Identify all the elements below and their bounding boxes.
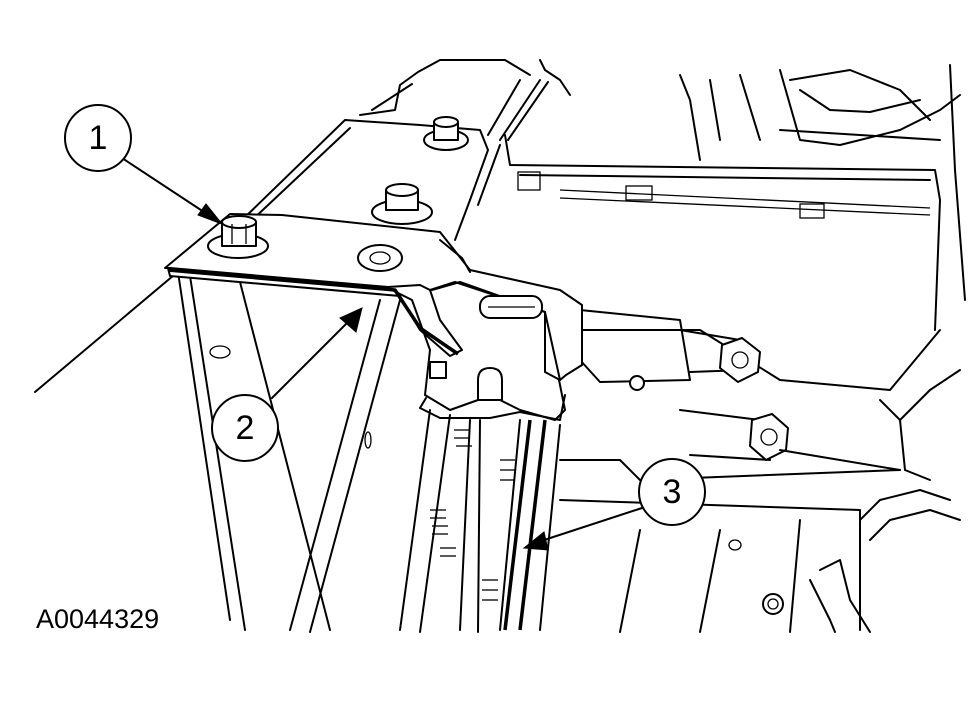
callout-2-label: 2 [236,409,255,447]
radiator-support [177,271,561,633]
figure-id: A0044329 [36,604,159,634]
bolt-item-1 [207,215,269,259]
callout-2: 2 [211,394,279,462]
callout-3-label: 3 [663,473,682,511]
engine-components [504,59,966,633]
bolts [579,309,901,471]
callout-1: 1 [64,104,132,172]
bracket [164,213,583,421]
callout-1-label: 1 [89,119,108,157]
upper-bolts [371,116,469,225]
leader-lines [121,157,643,551]
callout-3: 3 [638,458,706,526]
